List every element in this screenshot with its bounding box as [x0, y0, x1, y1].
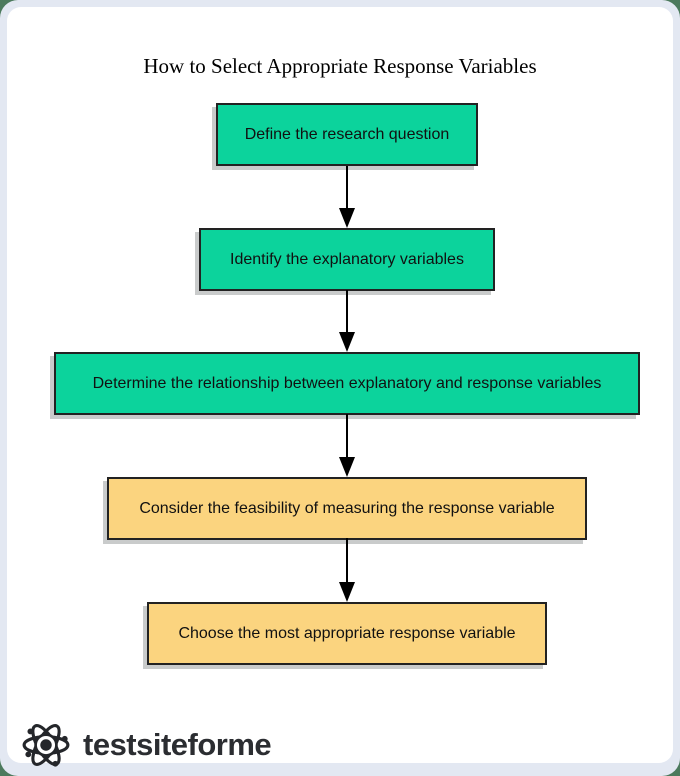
page-title: How to Select Appropriate Response Varia… — [143, 54, 537, 78]
flow-step-label: Define the research question — [244, 125, 450, 143]
flow-step-label: Consider the feasibility of measuring th… — [139, 499, 555, 517]
flow-step-label: Determine the relationship between expla… — [92, 374, 602, 392]
flow-step-label: Identify the explanatory variables — [230, 250, 464, 268]
atom-icon — [22, 724, 70, 767]
flow-step-choose-variable: Choose the most appropriate response var… — [147, 602, 547, 665]
flow-step-determine-relationship: Determine the relationship between expla… — [54, 352, 640, 415]
arrow-head-icon — [339, 208, 355, 228]
flow-step-identify-variables: Identify the explanatory variables — [199, 228, 495, 291]
flow-step-label: Choose the most appropriate response var… — [178, 624, 516, 642]
arrow-head-icon — [339, 582, 355, 602]
brand-name: testsiteforme — [83, 727, 272, 762]
flow-arrow — [339, 166, 355, 228]
flow-arrow — [339, 290, 355, 352]
arrow-head-icon — [339, 332, 355, 352]
arrow-shaft — [346, 414, 348, 467]
arrow-shaft — [346, 538, 348, 592]
flow-step-define-question: Define the research question — [216, 103, 478, 166]
flow-arrow — [339, 414, 355, 477]
arrow-shaft — [346, 290, 348, 342]
flow-step-consider-feasibility: Consider the feasibility of measuring th… — [107, 477, 587, 540]
flow-arrow — [339, 538, 355, 602]
arrow-shaft — [346, 166, 348, 218]
brand-footer: testsiteforme — [21, 719, 272, 771]
diagram-card: How to Select Appropriate Response Varia… — [7, 7, 673, 767]
arrow-head-icon — [339, 457, 355, 477]
